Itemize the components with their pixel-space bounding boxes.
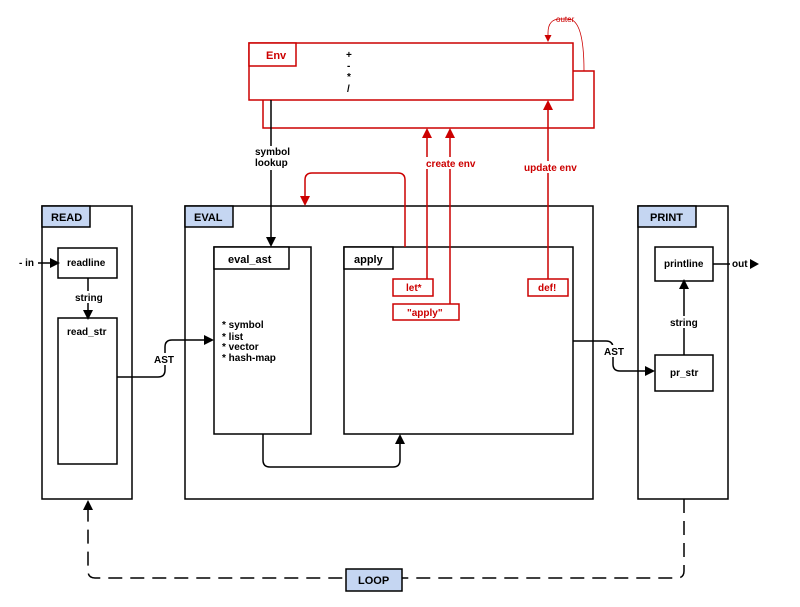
env-op-plus: + (346, 50, 352, 61)
print-title-tab (637, 205, 697, 228)
loop-arrow-head (83, 500, 93, 510)
eval-ast-item-symbol: * symbol (222, 320, 264, 331)
outer-label: outer (556, 15, 575, 24)
eval-ast-to-apply-edge (262, 434, 405, 468)
pr-str-label: pr_str (670, 368, 698, 379)
apply-title: apply (354, 254, 384, 266)
print-title: PRINT (650, 212, 683, 224)
apply-quote-box (392, 303, 460, 321)
env-title-tab (248, 42, 297, 67)
readline-label: readline (67, 258, 106, 269)
update-env-label: update env (524, 163, 577, 174)
eval-ast-title-tab (213, 246, 290, 270)
read-str-label: read_str (67, 327, 107, 338)
create-env-label: create env (426, 159, 476, 170)
symbol-lookup-label-line1: symbol (255, 147, 290, 158)
symbol-lookup-label-line2: lookup (255, 158, 288, 169)
env-box (248, 42, 574, 101)
env-op-multiply: * (347, 72, 351, 83)
read-string-label: string (75, 293, 103, 304)
loop-edge (87, 499, 685, 579)
apply-box (343, 246, 574, 435)
eval-title: EVAL (194, 212, 223, 224)
out-label: out (732, 259, 748, 270)
read-str-box (57, 317, 118, 465)
apply-quote-label: "apply" (407, 308, 443, 319)
def-label: def! (538, 283, 556, 294)
let-box (392, 278, 434, 297)
apply-title-tab (343, 246, 394, 270)
env-panel: Env + - * / outer (248, 15, 595, 129)
env-op-minus: - (347, 61, 350, 72)
eval-ast-item-list: * list (222, 332, 244, 343)
eval-ast-box (213, 246, 312, 435)
eval-ast-item-hash-map: * hash-map (222, 353, 276, 364)
let-label: let* (406, 283, 422, 294)
read-panel: READ readline read_str - in string (19, 205, 133, 500)
outer-edge (544, 18, 585, 72)
env-op-divide: / (347, 84, 350, 95)
printline-label: printline (664, 259, 704, 270)
print-string-label: string (670, 318, 698, 329)
eval-title-tab (184, 205, 234, 228)
loop-label: LOOP (358, 575, 389, 587)
readline-box (57, 247, 118, 279)
eval-ast-item-vector: * vector (222, 342, 259, 353)
eval-ast-title: eval_ast (228, 254, 272, 266)
env-title: Env (266, 50, 287, 62)
loop-box (345, 568, 403, 592)
apply-to-eval-loop-edge (300, 172, 406, 247)
input-label: - in (19, 258, 34, 269)
out-arrow-head (750, 259, 759, 269)
print-panel: PRINT printline pr_str string out (637, 205, 759, 500)
ast-right-label: AST (604, 347, 624, 358)
ast-left-label: AST (154, 355, 174, 366)
eval-panel: EVAL eval_ast * symbol * list * vector *… (184, 172, 594, 500)
read-title-tab (41, 205, 91, 228)
read-title: READ (51, 212, 82, 224)
